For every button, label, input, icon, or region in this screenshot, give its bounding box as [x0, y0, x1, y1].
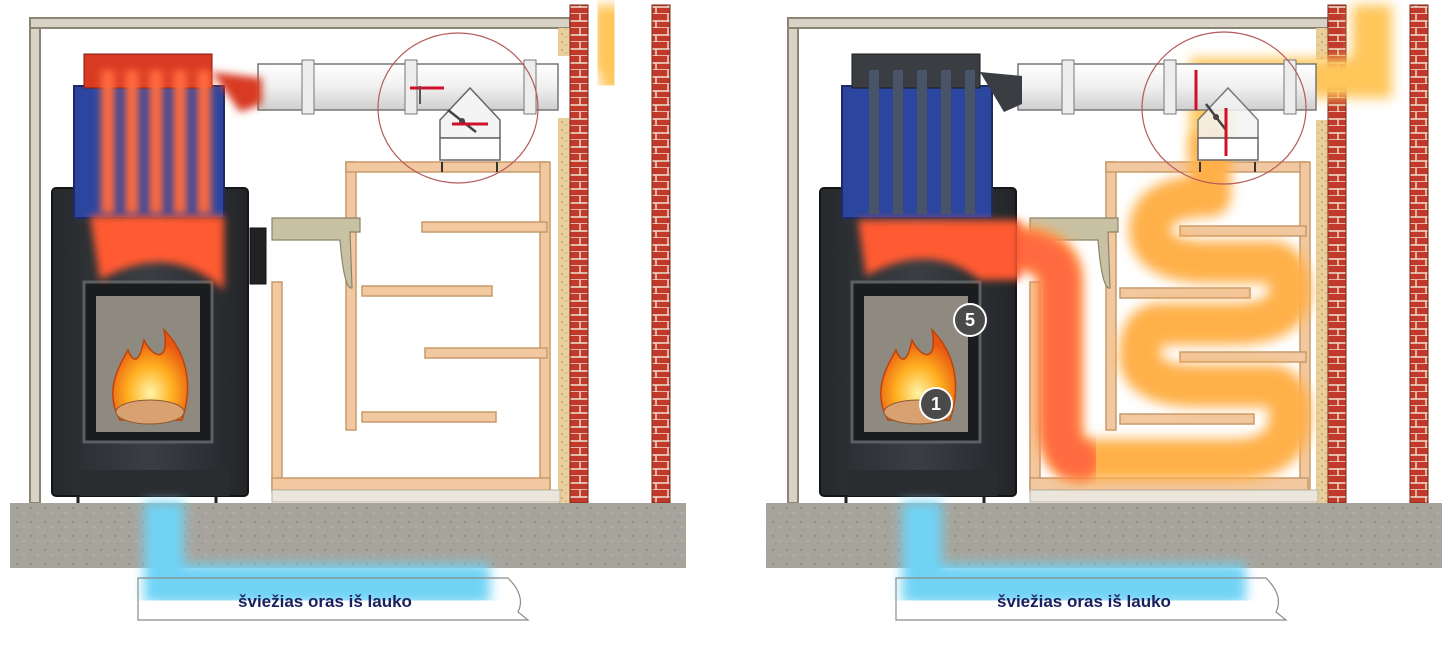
- insulation-layer: [558, 28, 570, 56]
- marker-1: 1: [919, 387, 953, 421]
- fresh-air-duct-flow: [902, 502, 1246, 604]
- floor-trim: [271, 489, 561, 503]
- flame-icon: [111, 327, 189, 425]
- hot-air-outlet-flow: [980, 228, 1100, 480]
- panel-right: 5 1 šviežias oras iš lauko: [766, 4, 1442, 621]
- caption-banner: [895, 577, 1288, 621]
- chimney-exhaust-flow: [593, 5, 631, 91]
- fresh-air-duct-flow: [144, 502, 490, 604]
- svg-text:1: 1: [931, 394, 941, 414]
- caption-banner: [137, 577, 530, 621]
- storage-shelf-frame: [271, 161, 551, 493]
- insulation-layer: [558, 118, 570, 503]
- brick-wall-outer: [1409, 4, 1429, 504]
- floor-trim: [1029, 489, 1319, 503]
- fresh-air-caption: šviežias oras iš lauko: [238, 592, 412, 611]
- firebox-hot-zone: [90, 216, 224, 290]
- detail-highlight-circle: [1141, 31, 1307, 185]
- detail-highlight-circle: [377, 32, 539, 184]
- brick-wall-outer: [651, 4, 671, 504]
- exchanger-outlet: [980, 72, 1022, 112]
- floor-slab: [766, 503, 1442, 568]
- exchanger-tubes: [869, 70, 975, 214]
- pipe-collar: [1163, 59, 1177, 115]
- damper-valve-icon: [1194, 70, 1259, 172]
- floor-slab: [10, 503, 686, 568]
- panel-left: šviežias oras iš lauko: [10, 4, 686, 621]
- wall-bracket: [271, 217, 361, 289]
- insulation-layer: [1316, 120, 1328, 503]
- firebox-hot-zone: [858, 220, 1020, 280]
- exchanger-outlet: [212, 72, 262, 112]
- marker-5: 5: [953, 303, 987, 337]
- exchanger-tubes: [101, 70, 211, 214]
- insulation-layer: [1316, 28, 1328, 60]
- damper-valve-icon: [410, 86, 501, 172]
- svg-text:5: 5: [965, 310, 975, 330]
- fresh-air-caption: šviežias oras iš lauko: [997, 592, 1171, 611]
- pipe-collar: [1061, 59, 1075, 115]
- storage-shelf-frame: [1029, 161, 1311, 493]
